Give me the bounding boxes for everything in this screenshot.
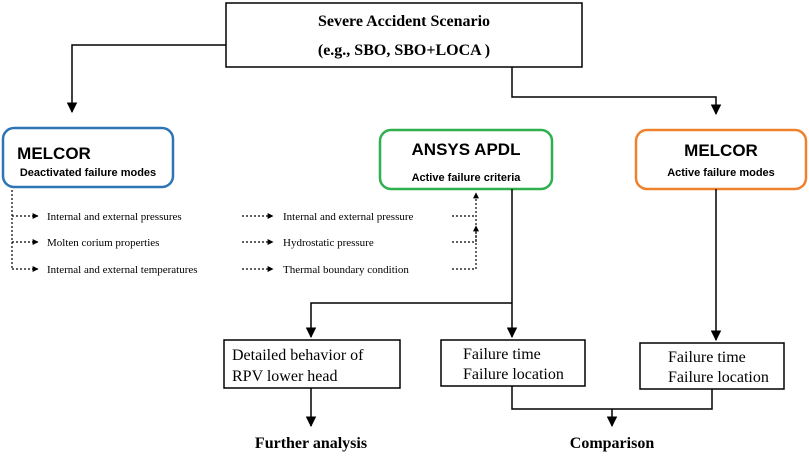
ansys-input-hydrostatic: Hydrostatic pressure bbox=[283, 237, 374, 249]
scenario-title: Severe Accident Scenario bbox=[318, 13, 490, 30]
failure-middle-line2: Failure location bbox=[463, 366, 564, 383]
melcor-active-box: MELCOR Active failure modes bbox=[634, 128, 808, 191]
detailed-line1: Detailed behavior of bbox=[232, 347, 364, 364]
failure-right-line2: Failure location bbox=[668, 369, 769, 386]
ansys-input-thermal: Thermal boundary condition bbox=[283, 264, 409, 276]
melcor-left-title: MELCOR bbox=[17, 144, 91, 163]
transfer-arrows bbox=[242, 213, 274, 272]
melcor-right-subtitle: Active failure modes bbox=[667, 167, 775, 179]
failure-right-box: Failure time Failure location bbox=[639, 342, 785, 390]
ansys-input-list: Internal and external pressure Hydrostat… bbox=[283, 211, 414, 276]
melcor-deactivated-box: MELCOR Deactivated failure modes bbox=[1, 126, 175, 189]
failure-middle-box: Failure time Failure location bbox=[440, 339, 586, 387]
ansys-subtitle: Active failure criteria bbox=[412, 172, 522, 184]
failure-middle-line1: Failure time bbox=[463, 346, 541, 363]
melcor-right-title: MELCOR bbox=[684, 141, 758, 160]
melcor-left-subtitle: Deactivated failure modes bbox=[20, 167, 156, 179]
result-connectors bbox=[305, 189, 722, 342]
scenario-box: Severe Accident Scenario (e.g., SBO, SBO… bbox=[225, 2, 583, 68]
bottom-connectors bbox=[305, 386, 713, 428]
further-analysis-label: Further analysis bbox=[255, 435, 367, 452]
melcor-output-list: Internal and external pressures Molten c… bbox=[47, 211, 198, 276]
ansys-title: ANSYS APDL bbox=[412, 140, 521, 159]
top-connectors bbox=[66, 44, 722, 116]
melcor-output-connectors bbox=[11, 190, 39, 272]
melcor-output-corium: Molten corium properties bbox=[47, 237, 159, 249]
detailed-behavior-box: Detailed behavior of RPV lower head bbox=[223, 339, 401, 389]
detailed-line2: RPV lower head bbox=[232, 368, 337, 385]
ansys-input-pressure: Internal and external pressure bbox=[283, 211, 414, 223]
failure-right-line1: Failure time bbox=[668, 349, 746, 366]
comparison-label: Comparison bbox=[570, 435, 655, 452]
melcor-output-pressures: Internal and external pressures bbox=[47, 211, 182, 223]
scenario-examples: (e.g., SBO, SBO+LOCA ) bbox=[318, 42, 490, 59]
melcor-output-temperatures: Internal and external temperatures bbox=[47, 264, 198, 276]
ansys-input-connectors bbox=[452, 192, 479, 270]
ansys-box: ANSYS APDL Active failure criteria bbox=[378, 128, 554, 191]
